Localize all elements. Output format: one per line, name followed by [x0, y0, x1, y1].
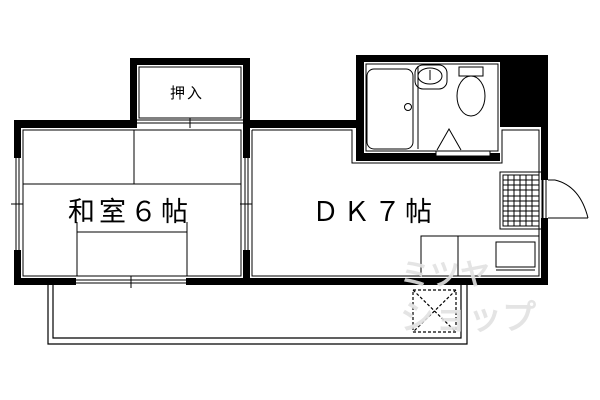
toilet	[456, 66, 486, 117]
shoe-cabinet	[499, 171, 543, 230]
washbasin	[414, 64, 448, 90]
watermark: ミツヤ	[400, 258, 490, 293]
sliding-door-middle	[240, 158, 252, 250]
kitchen-counter	[420, 235, 540, 277]
watermark: ショップ	[400, 298, 536, 338]
room-label-dk: ＤＫ７帖	[312, 197, 436, 228]
bathtub	[366, 68, 414, 150]
window-left	[11, 158, 23, 250]
tatami-lines	[22, 129, 242, 277]
window-bottom	[76, 276, 186, 288]
entrance-door	[542, 179, 589, 219]
door-bath	[435, 127, 491, 157]
floor-hatch	[412, 289, 457, 333]
room-label-oshiire: 押入	[170, 84, 205, 102]
balcony	[47, 285, 468, 345]
room-label-washitsu: 和室６帖	[68, 197, 192, 228]
walls	[14, 55, 548, 285]
